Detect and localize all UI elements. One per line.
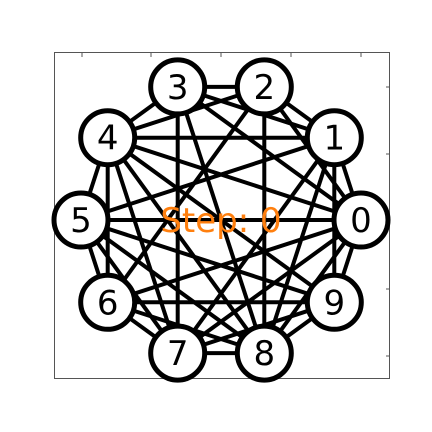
node-9: 9 <box>304 272 364 332</box>
node-3: 3 <box>148 57 208 117</box>
node-label: 2 <box>253 68 275 108</box>
node-circle <box>51 190 111 250</box>
node-2: 2 <box>234 57 294 117</box>
node-0: 0 <box>331 190 391 250</box>
node-circle <box>78 108 138 168</box>
node-6: 6 <box>78 272 138 332</box>
edge-0-7 <box>176 218 363 355</box>
node-label: 9 <box>323 283 345 323</box>
edge-0-4 <box>107 135 362 222</box>
node-label: 5 <box>70 201 92 241</box>
node-label: 3 <box>167 68 189 108</box>
edge-0-3 <box>176 85 363 222</box>
node-label: 7 <box>167 334 189 374</box>
edge-4-9 <box>106 136 336 304</box>
node-label: 4 <box>97 119 119 159</box>
node-label: 0 <box>350 201 372 241</box>
node-8: 8 <box>234 323 294 383</box>
node-4: 4 <box>78 108 138 168</box>
edge-5-8 <box>79 218 266 355</box>
node-label: 1 <box>323 119 345 159</box>
step-label: Step: 0 <box>160 201 281 241</box>
node-label: 8 <box>253 334 275 374</box>
node-circle <box>148 323 208 383</box>
edge-4-7 <box>105 137 180 354</box>
node-group: 0 1 2 3 4 5 6 7 8 9 <box>51 57 391 383</box>
node-circle <box>304 108 364 168</box>
node-circle <box>234 323 294 383</box>
node-label: 6 <box>97 283 119 323</box>
node-circle <box>78 272 138 332</box>
node-circle <box>148 57 208 117</box>
node-5: 5 <box>51 190 111 250</box>
edge-4-8 <box>106 136 266 355</box>
node-circle <box>331 190 391 250</box>
node-7: 7 <box>148 323 208 383</box>
node-circle <box>304 272 364 332</box>
edge-5-9 <box>80 218 335 305</box>
node-circle <box>234 57 294 117</box>
node-1: 1 <box>304 108 364 168</box>
edge-1-8 <box>262 137 337 354</box>
